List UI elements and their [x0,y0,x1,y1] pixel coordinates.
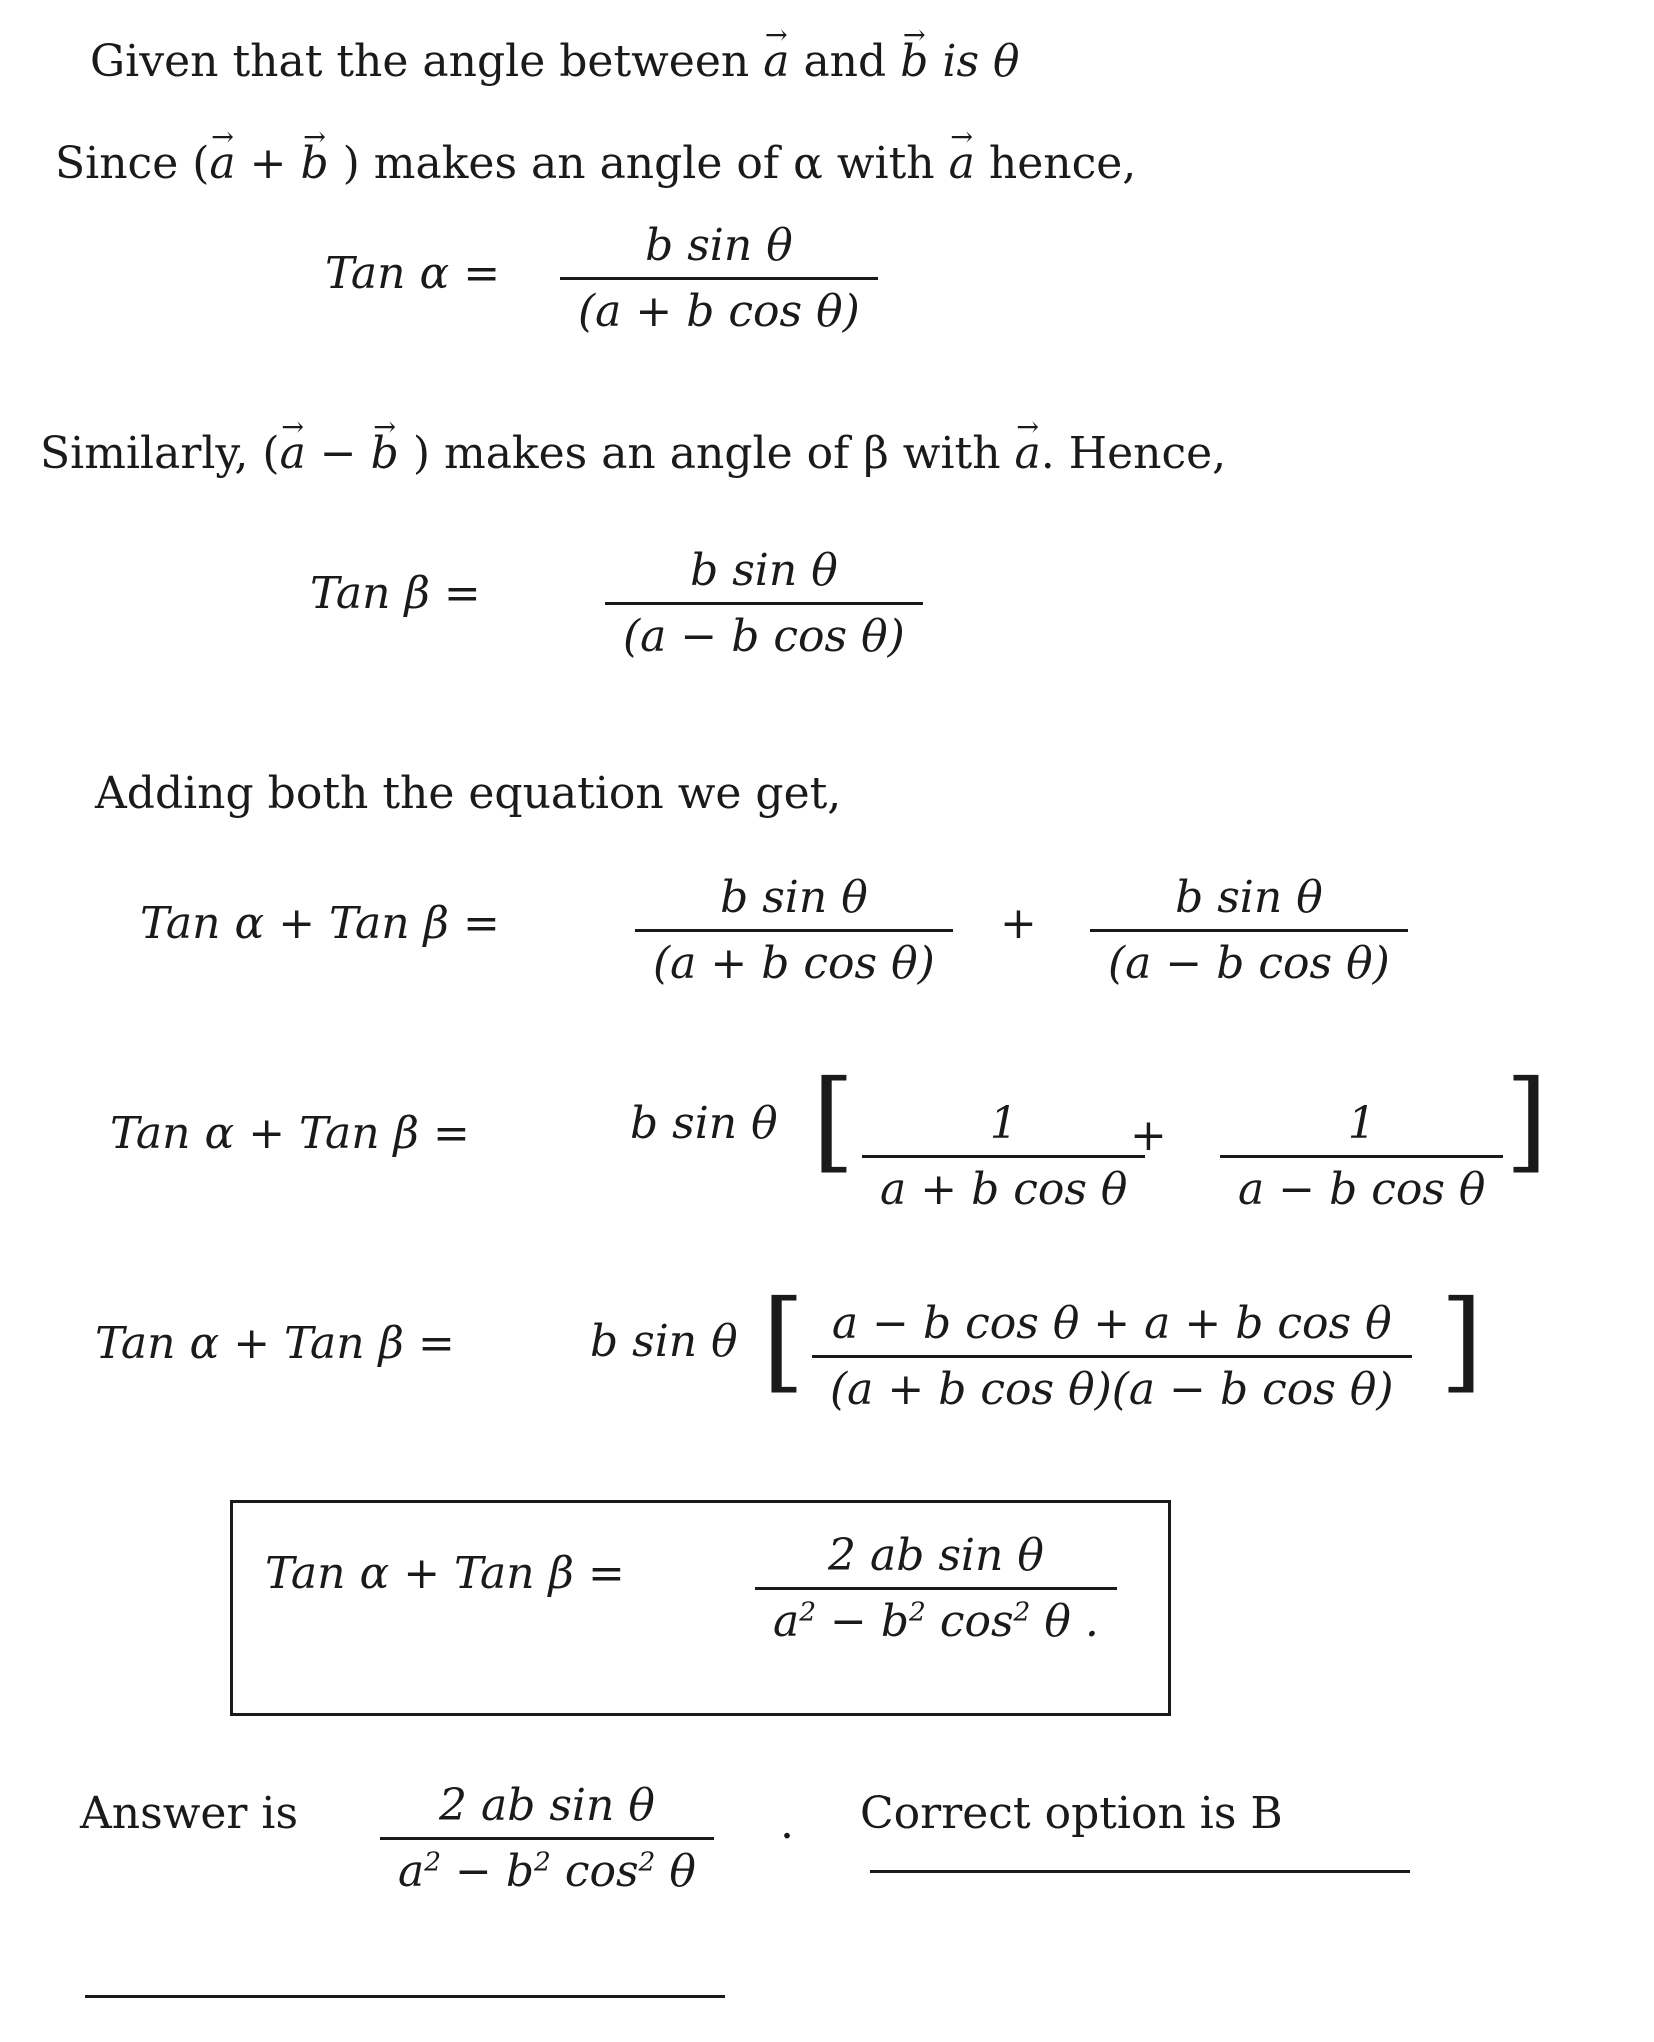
intro-text: is θ [942,36,1020,87]
eq5-fraction: a − b cos θ + a + b cos θ (a + b cos θ)(… [812,1298,1412,1415]
eq4-lhs: Tan α + Tan β = [110,1108,470,1159]
option-underline [870,1870,1410,1873]
fraction-bar [812,1355,1412,1358]
answer-denominator: a2 − b2 cos2 θ [398,1846,696,1897]
right-bracket: ] [1505,1056,1548,1184]
fraction-bar [635,929,953,932]
correct-option: Correct option is B [860,1788,1283,1839]
intro-text: and [803,36,887,87]
eq3-numerator-2: b sin θ [1175,872,1323,923]
eq3-denominator-1: (a + b cos θ) [653,938,935,989]
eq5-denominator: (a + b cos θ)(a − b cos θ) [830,1364,1394,1415]
fraction-bar [755,1587,1117,1590]
vector-b: b [900,37,928,86]
vector-a: a [280,429,306,478]
similarly-text: . Hence, [1040,428,1227,479]
right-bracket: ] [1440,1276,1483,1404]
intro-line-2: Since (a + b ) makes an angle of α with … [55,138,1137,189]
eq3-lhs: Tan α + Tan β = [140,898,500,949]
eq3-denominator-2: (a − b cos θ) [1108,938,1390,989]
vector-a: a [209,139,235,188]
eq4-numerator-2: 1 [1347,1098,1376,1149]
eq1-lhs: Tan α = [325,248,501,299]
eq1-fraction: b sin θ (a + b cos θ) [560,220,878,337]
similarly-line: Similarly, (a − b ) makes an angle of β … [40,428,1227,479]
eq3-plus: + [1000,898,1037,949]
eq6-numerator: 2 ab sin θ [827,1530,1044,1581]
intro-text: hence, [988,138,1137,189]
eq3-fraction-1: b sin θ (a + b cos θ) [635,872,953,989]
fraction-bar [380,1837,714,1840]
fraction-bar [605,602,923,605]
intro-text: Since ( [55,138,210,189]
eq4-denominator-1: a + b cos θ [880,1164,1128,1215]
eq4-plus: + [1130,1110,1167,1161]
answer-underline [85,1995,725,1998]
eq1-numerator: b sin θ [645,220,793,271]
vector-a: a [763,37,789,86]
eq6-denominator: a2 − b2 cos2 θ . [773,1596,1099,1647]
fraction-bar [862,1155,1146,1158]
eq1-denominator: (a + b cos θ) [578,286,860,337]
vector-a: a [949,139,975,188]
eq4-numerator-1: 1 [989,1098,1018,1149]
left-bracket: [ [812,1056,855,1184]
eq4-fraction-2: 1 a − b cos θ [1220,1098,1504,1215]
eq4-denominator-2: a − b cos θ [1238,1164,1486,1215]
eq3-numerator-1: b sin θ [720,872,868,923]
answer-period: . [780,1798,794,1849]
intro-line-1: Given that the angle between a and b is … [90,36,1020,87]
answer-label: Answer is [80,1788,299,1839]
eq2-denominator: (a − b cos θ) [623,611,905,662]
minus-sign: − [305,428,371,479]
plus-sign: + [235,138,301,189]
answer-fraction: 2 ab sin θ a2 − b2 cos2 θ [380,1780,714,1897]
eq3-fraction-2: b sin θ (a − b cos θ) [1090,872,1408,989]
answer-numerator: 2 ab sin θ [438,1780,655,1831]
similarly-text: Similarly, ( [40,428,280,479]
vector-b: b [300,139,328,188]
eq6-lhs: Tan α + Tan β = [265,1548,625,1599]
fraction-bar [560,277,878,280]
fraction-bar [1220,1155,1504,1158]
eq6-fraction: 2 ab sin θ a2 − b2 cos2 θ . [755,1530,1117,1647]
eq5-numerator: a − b cos θ + a + b cos θ [831,1298,1392,1349]
vector-b: b [371,429,399,478]
boxed-result [230,1500,1171,1716]
left-bracket: [ [762,1276,805,1404]
adding-line: Adding both the equation we get, [95,768,842,819]
eq4-factor: b sin θ [630,1098,778,1149]
eq2-fraction: b sin θ (a − b cos θ) [605,545,923,662]
intro-text: Given that the angle between [90,36,750,87]
similarly-text: ) makes an angle of β with [412,428,1001,479]
eq5-factor: b sin θ [590,1316,738,1367]
eq2-lhs: Tan β = [310,568,481,619]
vector-a: a [1015,429,1041,478]
eq5-lhs: Tan α + Tan β = [95,1318,455,1369]
eq2-numerator: b sin θ [690,545,838,596]
eq4-fraction-1: 1 a + b cos θ [862,1098,1146,1215]
fraction-bar [1090,929,1408,932]
intro-text: ) makes an angle of α with [342,138,935,189]
